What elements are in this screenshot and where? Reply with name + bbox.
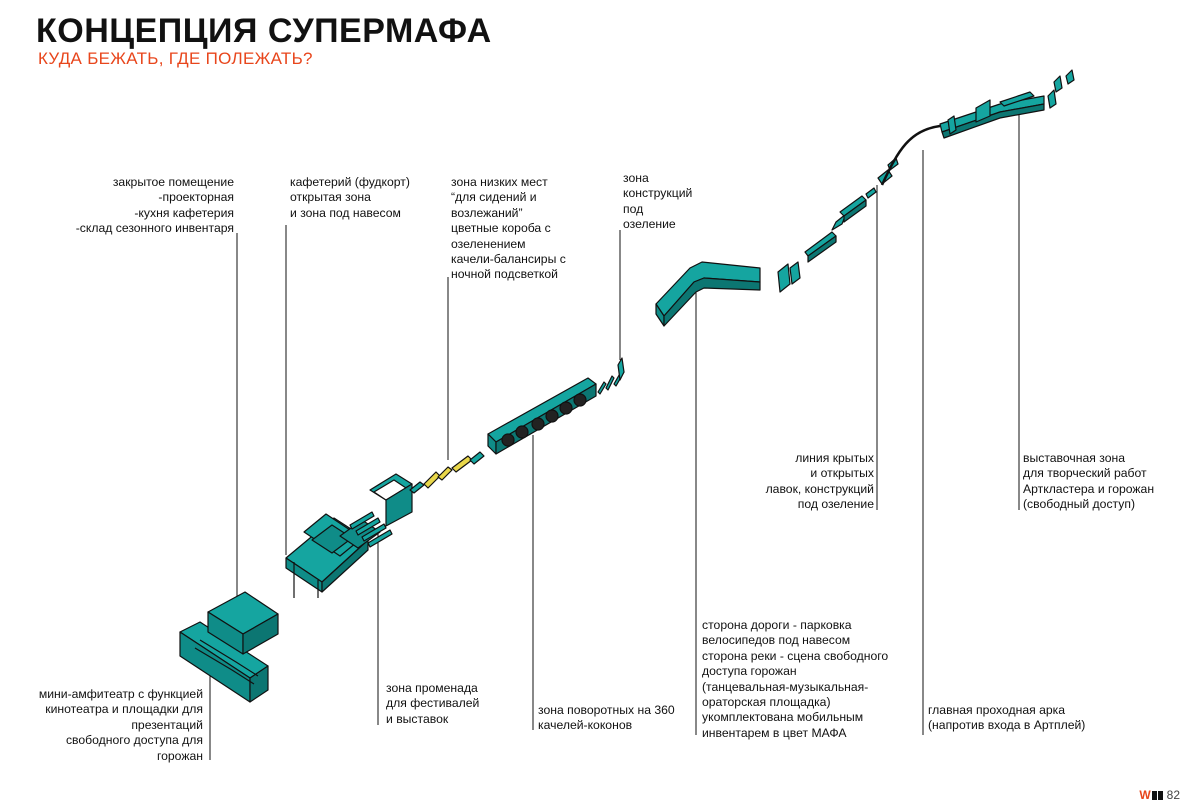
label-cafeteria: кафетерий (фудкорт) открытая зона и зона… (290, 175, 410, 220)
label-benches: линия крытых и открытых лавок, конструкц… (765, 451, 874, 512)
amphitheatre-block (179, 591, 279, 703)
label-exhibition: выставочная зона для творческий работ Ар… (1023, 451, 1155, 512)
page-footer: W 82 (1139, 788, 1180, 802)
brand-logo-icon: W (1139, 788, 1163, 802)
connecting-curve (880, 124, 941, 186)
label-low-seats: зона низких мест “для сидений и возлежан… (451, 175, 566, 282)
exhibition-wall (939, 91, 1045, 139)
end-slats (1047, 69, 1075, 109)
label-promenade: зона променада для фестивалей и выставок (386, 681, 480, 726)
label-amphitheatre: мини-амфитеатр с функцией кинотеатра и п… (38, 687, 203, 763)
road-side-canopy (655, 261, 761, 327)
label-main-arch: главная проходная арка (напротив входа в… (928, 703, 1086, 733)
bench-segments (777, 157, 899, 293)
leader-lines (209, 95, 1020, 760)
page-title: КОНЦЕПЦИЯ СУПЕРМАФА (36, 12, 492, 50)
low-seat-boxes (409, 451, 485, 494)
label-road-side: сторона дороги - парковка велосипедов по… (702, 618, 889, 740)
page-number: 82 (1166, 788, 1180, 802)
construction-slats (597, 357, 625, 395)
page-subtitle: КУДА БЕЖАТЬ, ГДЕ ПОЛЕЖАТЬ? (38, 49, 313, 68)
swing-cocoons (501, 393, 587, 447)
label-constructions: зона конструкций под озеление (623, 171, 693, 232)
label-closed-room: закрытое помещение -проекторная -кухня к… (75, 175, 234, 236)
promenade-frames (349, 473, 413, 548)
label-swings: зона поворотных на 360 качелей-коконов (538, 703, 675, 733)
